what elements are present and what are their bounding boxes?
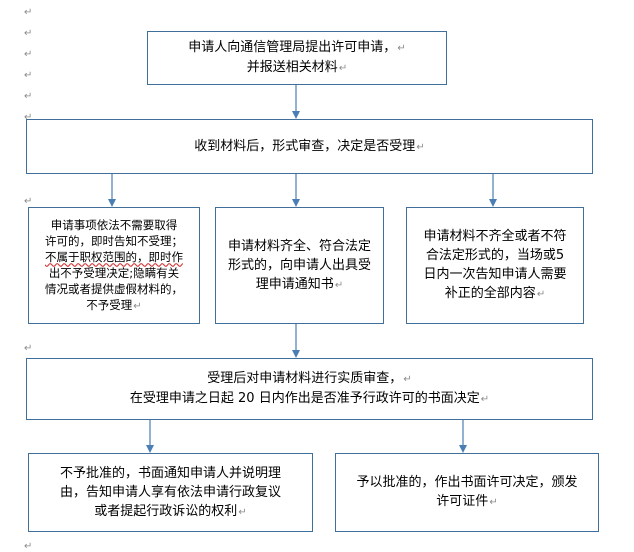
- node-reject-line: 许可的，即时告知不受理；: [45, 233, 183, 248]
- node-deny-line: 不予批准的，书面通知申请人并说明理: [59, 465, 281, 481]
- node-supplement: 申请材料不齐全或者不符 合法定形式的，当场或5 日内一次告知申请人需要 补正的全…: [406, 207, 584, 324]
- node-reject-line: 不予受理: [86, 297, 141, 315]
- node-review: 受理后对申请材料进行实质审查， 在受理申请之日起 20 日内作出是否准予行政许可…: [26, 358, 593, 420]
- node-grant-line: 许可证件: [436, 492, 497, 512]
- node-supplement-line: 补正的全部内容: [445, 284, 545, 304]
- node-accept-line: 理申请通知书: [256, 275, 343, 295]
- node-accept-line: 形式的，向申请人出具受: [227, 257, 371, 273]
- node-reject-line: 申请事项依法不需要取得: [50, 217, 178, 232]
- node-review-line: 在受理申请之日起 20 日内作出是否准予行政许可的书面决定: [130, 389, 489, 409]
- node-supplement-line: 申请材料不齐全或者不符: [423, 229, 567, 244]
- node-supplement-line: 合法定形式的，当场或5: [425, 248, 565, 263]
- node-deny: 不予批准的，书面通知申请人并说明理 由，告知申请人享有依法申请行政复议 或者提起…: [28, 453, 313, 532]
- node-receive: 收到材料后，形式审查，决定是否受理: [26, 119, 593, 174]
- node-accept-line: 申请材料齐全、符合法定: [227, 238, 371, 254]
- node-review-line: 受理后对申请材料进行实质审查，: [207, 369, 411, 389]
- node-reject-line: 不属于职权范围的，即时作: [45, 249, 183, 264]
- node-reject: 申请事项依法不需要取得 许可的，即时告知不受理； 不属于职权范围的，即时作 出不…: [28, 207, 200, 324]
- node-grant-line: 予以批准的，作出书面许可决定，颁发: [356, 475, 578, 490]
- node-deny-line: 或者提起行政诉讼的权利: [94, 502, 246, 522]
- node-receive-line: 收到材料后，形式审查，决定是否受理: [194, 137, 424, 157]
- node-reject-line: 情况或者提供虚假材料的，: [45, 281, 183, 296]
- node-reject-line: 出不予受理决定;隐瞒有关: [48, 265, 180, 280]
- node-apply: 申请人向通信管理局提出许可申请， 并报送相关材料: [147, 31, 447, 85]
- node-apply-line: 并报送相关材料: [247, 58, 347, 78]
- node-accept: 申请材料齐全、符合法定 形式的，向申请人出具受 理申请通知书: [215, 207, 384, 324]
- node-apply-line: 申请人向通信管理局提出许可申请，: [188, 38, 405, 58]
- node-supplement-line: 日内一次告知申请人需要: [423, 267, 567, 282]
- node-deny-line: 由，告知申请人享有依法申请行政复议: [59, 484, 281, 500]
- node-grant: 予以批准的，作出书面许可决定，颁发 许可证件: [335, 453, 599, 532]
